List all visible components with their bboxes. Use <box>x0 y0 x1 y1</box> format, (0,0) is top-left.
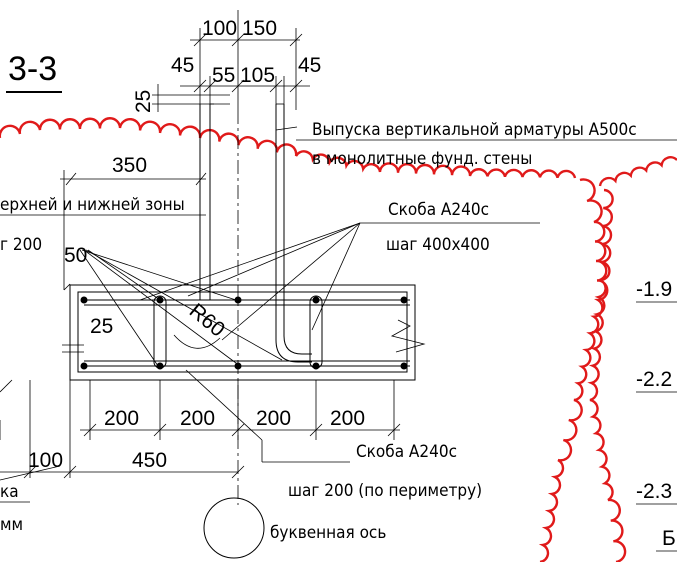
upper-dimensions: 350 50 <box>60 154 207 353</box>
dim-r60: R60 <box>185 299 229 341</box>
dim-350: 350 <box>112 154 147 177</box>
notes: Выпуска вертикальной арматуры А500с в мо… <box>0 120 677 543</box>
dim-45-right: 45 <box>298 54 321 77</box>
rebar-dot <box>312 362 320 370</box>
bar-dots <box>80 296 408 370</box>
footing-section: R60 25 <box>69 284 426 381</box>
bottom-dimensions: 200 200 200 200 100 450 <box>0 379 401 481</box>
dim-50: 50 <box>64 244 87 267</box>
rebar-dot <box>234 296 242 304</box>
dim-25-vertical: 25 <box>132 90 155 113</box>
note-release-line1: Выпуска вертикальной арматуры А500с <box>312 120 637 140</box>
dim-55: 55 <box>212 64 235 87</box>
vertical-reinforcement <box>199 103 312 363</box>
note-release-line2: в монолитные фунд. стены <box>312 149 532 169</box>
rebar-dot <box>400 362 408 370</box>
dim-100: 100 <box>28 449 63 472</box>
rebar-dot <box>400 296 408 304</box>
revision-cloud-top <box>0 117 577 179</box>
note-left-mm: мм <box>0 515 23 535</box>
note-bracket-top-step: шаг 400х400 <box>386 235 490 255</box>
level-marks: -1.9 -2.2 -2.3 Б <box>636 278 677 552</box>
dim-200-2: 200 <box>180 407 215 430</box>
dim-top-100: 100 <box>202 17 237 40</box>
top-dimension-chain: 100 150 45 55 105 45 25 <box>132 10 321 113</box>
note-bracket-bottom: Скоба А240с <box>356 442 457 462</box>
rebar-dot <box>80 362 88 370</box>
axis-bubble <box>203 497 265 559</box>
dim-25-inner: 25 <box>90 315 113 338</box>
note-bracket-bottom-step: шаг 200 (по периметру) <box>288 481 482 501</box>
dim-450: 450 <box>132 449 167 472</box>
revision-cloud-right <box>538 156 677 562</box>
rebar-dot <box>156 362 164 370</box>
note-left-ka: ка <box>0 482 19 502</box>
rebar-dot <box>234 362 242 370</box>
note-upper-lower-zone: ерхней и нижней зоны <box>0 195 185 215</box>
dim-105: 105 <box>240 64 275 87</box>
note-step-200-left: г 200 <box>0 235 42 255</box>
leader-lines <box>79 126 540 463</box>
level-1: -1.9 <box>636 278 672 301</box>
level-2: -2.2 <box>636 368 672 391</box>
note-letter-axis: буквенная ось <box>270 523 386 543</box>
dim-top-150: 150 <box>242 17 277 40</box>
dim-45-left: 45 <box>171 54 194 77</box>
rebar-dot <box>312 296 320 304</box>
note-bracket-top: Скоба А240с <box>388 200 489 220</box>
rebar-dot <box>80 296 88 304</box>
section-title: 3-3 <box>8 50 57 88</box>
dim-200-4: 200 <box>330 407 365 430</box>
dim-200-3: 200 <box>256 407 291 430</box>
level-4: Б <box>662 527 676 550</box>
level-3: -2.3 <box>636 480 672 503</box>
dim-200-1: 200 <box>104 407 139 430</box>
